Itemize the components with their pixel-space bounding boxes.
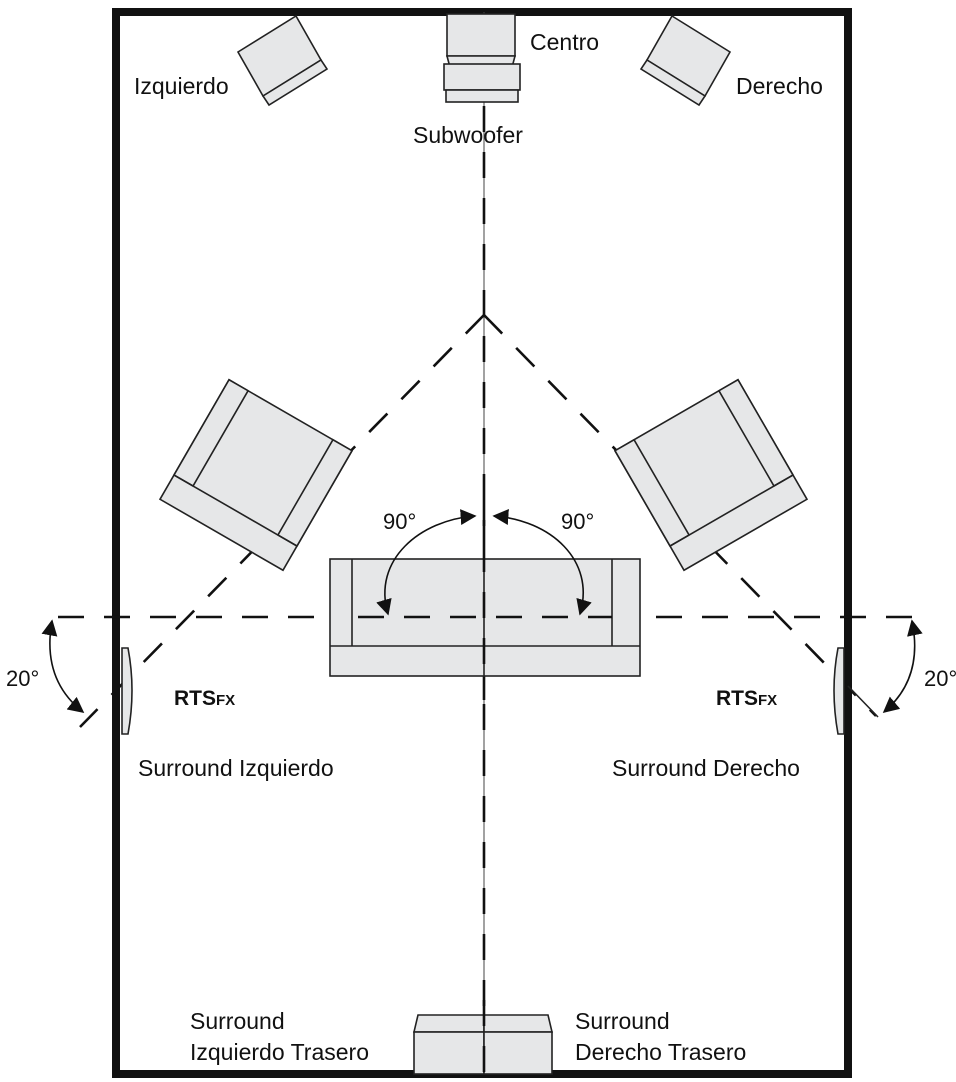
right-chair <box>613 378 809 572</box>
label-rear-right-line2: Derecho Trasero <box>575 1039 746 1065</box>
guide-lines <box>58 12 928 1074</box>
label-front-right: Derecho <box>736 73 823 99</box>
label-right-90: 90° <box>561 509 594 534</box>
label-rear-left-line1: Surround <box>190 1008 285 1034</box>
brand-left: RTSFX <box>174 687 235 710</box>
surround-left-speaker <box>121 647 133 735</box>
brand-right: RTSFX <box>716 687 777 710</box>
right-20-arc <box>882 619 923 714</box>
label-rear-right-line1: Surround <box>575 1008 670 1034</box>
label-surround-right: Surround Derecho <box>612 755 800 781</box>
label-left-20: 20° <box>6 666 39 691</box>
left-20-arc <box>41 619 85 713</box>
right-20-line <box>847 685 879 718</box>
label-rear-left-line2: Izquierdo Trasero <box>190 1039 369 1065</box>
label-surround-left: Surround Izquierdo <box>138 755 334 781</box>
left-90-arc <box>376 509 477 616</box>
label-center: Centro <box>530 29 599 55</box>
surround-right-speaker <box>833 647 845 735</box>
front-left-speaker <box>236 14 329 107</box>
subwoofer <box>443 63 521 103</box>
label-front-left: Izquierdo <box>134 73 229 99</box>
room-outline <box>112 8 852 1078</box>
front-right-speaker <box>639 14 732 107</box>
right-90-arc <box>492 509 592 616</box>
left-chair <box>158 378 354 572</box>
label-right-20: 20° <box>924 666 956 691</box>
label-subwoofer: Subwoofer <box>413 122 523 148</box>
rear-surround-speakers <box>412 1014 554 1075</box>
label-left-90: 90° <box>383 509 416 534</box>
